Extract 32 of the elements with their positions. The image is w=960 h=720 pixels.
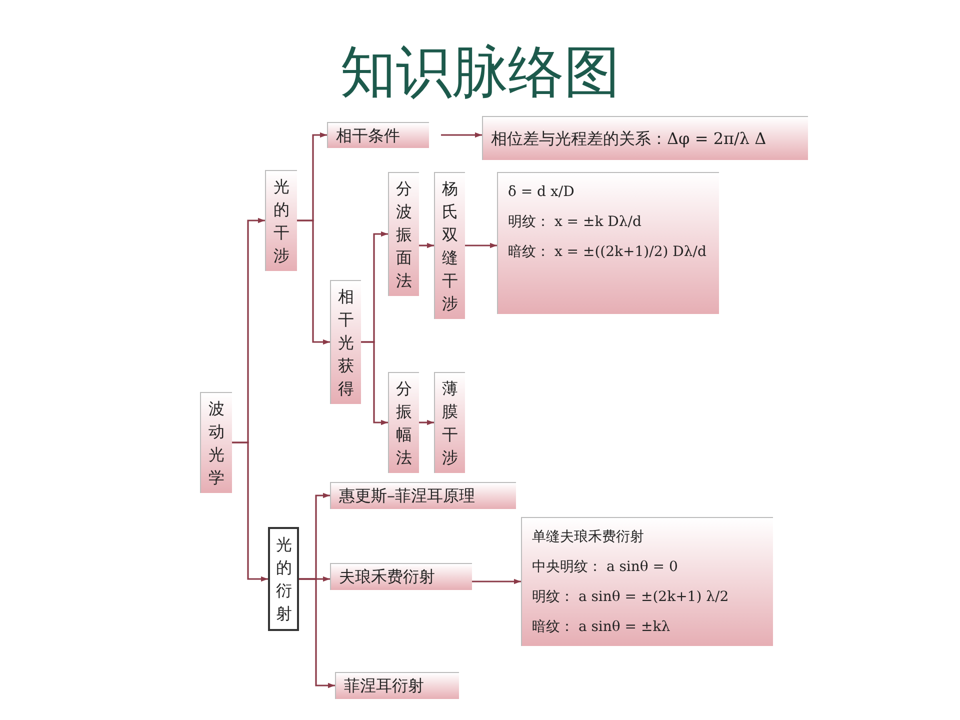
formula-box <box>521 517 773 646</box>
formula-text: 中央明纹： a sinθ = 0 <box>532 558 679 577</box>
arrow <box>441 132 482 138</box>
topic-box: 光的干涉 <box>265 170 297 271</box>
arrow <box>465 242 497 248</box>
formula-box: 相位差与光程差的关系：Δφ = 2π/λ Δ <box>482 116 808 160</box>
title: 知识脉络图 <box>339 39 621 107</box>
topic-box: 薄膜干涉 <box>434 372 465 473</box>
formula-text: δ = d x/D <box>508 183 576 202</box>
formula-box <box>497 172 719 314</box>
topic-box: 夫琅禾费衍射 <box>330 563 472 590</box>
topic-box: 波动光学 <box>200 392 232 493</box>
topic-box: 分振幅法 <box>388 372 419 473</box>
topic-box: 分波振面法 <box>388 172 419 296</box>
formula-text: 暗纹： a sinθ = ±kλ <box>532 618 672 637</box>
arrow <box>232 442 268 582</box>
arrow <box>361 341 388 426</box>
topic-box: 菲涅耳衍射 <box>335 672 459 699</box>
arrow <box>299 578 335 688</box>
formula-text: 明纹： a sinθ = ±(2k+1) λ/2 <box>532 588 730 607</box>
arrow <box>419 420 434 426</box>
formula-text: 单缝夫琅禾费衍射 <box>532 528 645 547</box>
arrow <box>472 578 521 584</box>
formula-text: 暗纹： x = ±((2k+1)/2) Dλ/d <box>508 243 708 262</box>
arrow <box>297 220 330 345</box>
topic-box: 相干条件 <box>327 122 429 148</box>
topic-box: 光的衍射 <box>268 527 299 631</box>
topic-box: 相干光获得 <box>330 280 361 404</box>
arrow <box>419 242 434 248</box>
topic-box: 杨氏双缝干涉 <box>434 172 465 319</box>
formula-text: 明纹： x = ±k Dλ/d <box>508 213 642 232</box>
topic-box: 惠更斯–菲涅耳原理 <box>330 482 516 509</box>
